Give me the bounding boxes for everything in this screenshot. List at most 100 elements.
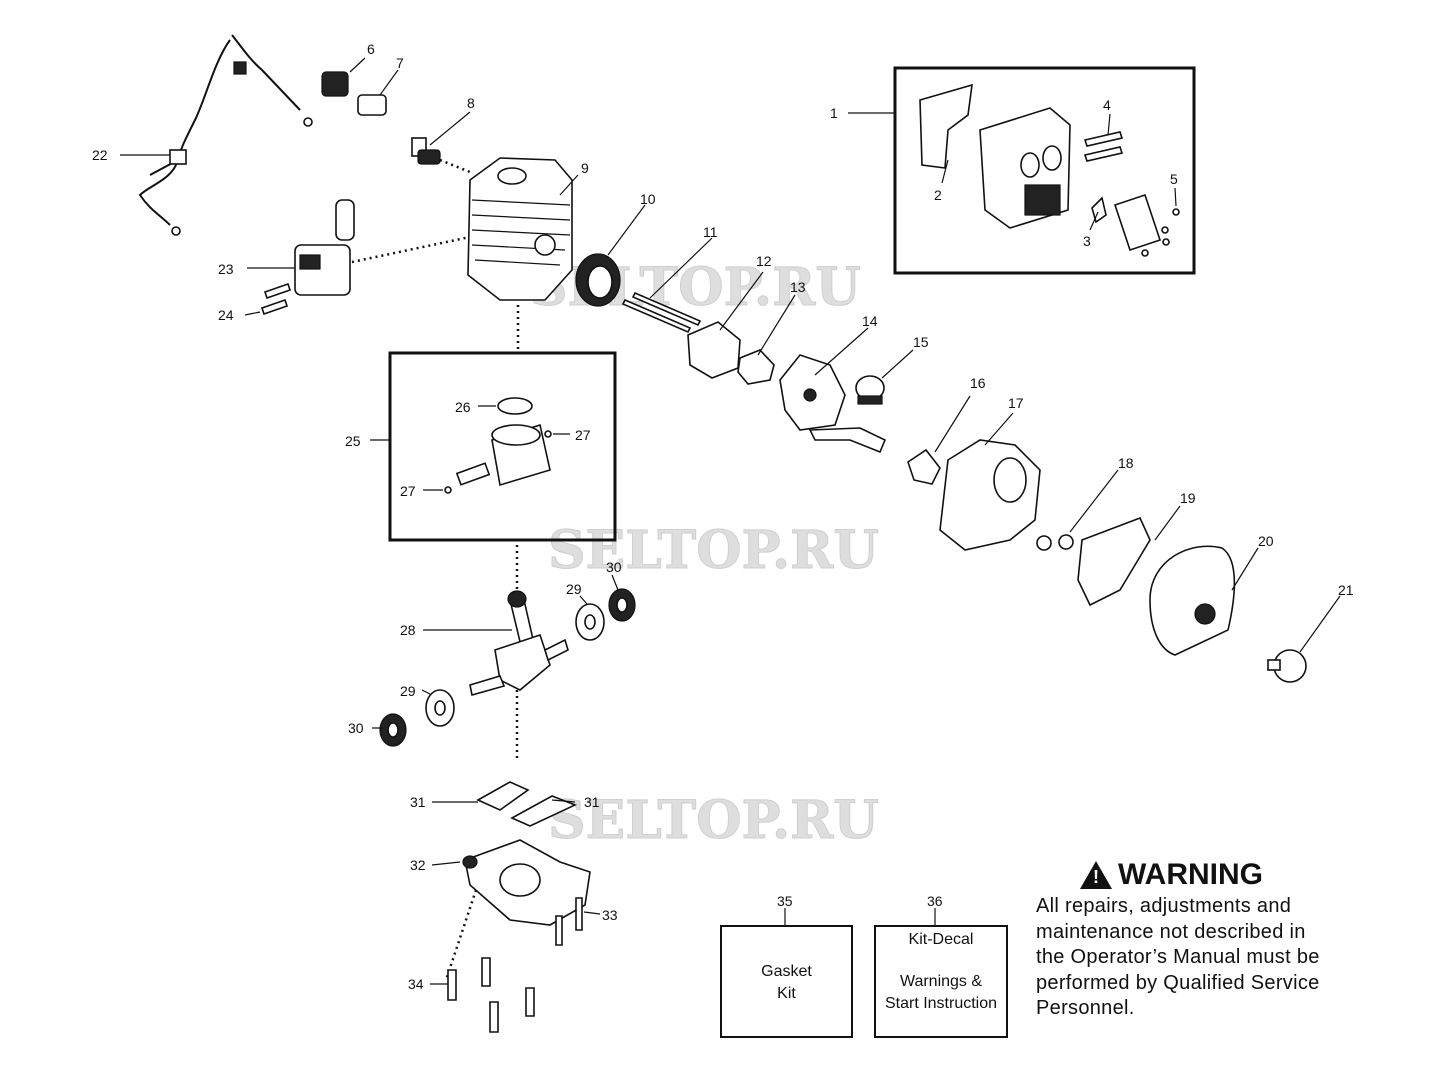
label-31-left: 31 — [410, 794, 426, 810]
part-muffler-gasket-3 — [1091, 196, 1107, 224]
part-circlip-27a — [544, 430, 552, 438]
label-5: 5 — [1170, 171, 1178, 187]
warning-line: All repairs, adjustments and — [1036, 895, 1292, 917]
label-3: 3 — [1083, 233, 1091, 249]
label-8: 8 — [467, 95, 475, 111]
warning-triangle-icon: ! — [1080, 861, 1112, 889]
label-26: 26 — [455, 399, 471, 415]
decal-kit-title: Kit-Decal — [908, 931, 974, 948]
label-10: 10 — [640, 191, 656, 207]
piston-kit-frame — [388, 351, 617, 542]
part-piston — [491, 423, 551, 487]
label-30-bottom: 30 — [348, 720, 364, 736]
label-2: 2 — [934, 187, 942, 203]
watermark-3: SELTOP.RU — [548, 790, 879, 851]
part-gasket-31b — [510, 795, 578, 827]
label-28: 28 — [400, 622, 416, 638]
label-7: 7 — [396, 55, 404, 71]
decal-kit-line2: Start Instruction — [884, 995, 998, 1012]
label-12: 12 — [756, 253, 772, 269]
part-screws-34 — [447, 957, 535, 1033]
label-1: 1 — [830, 105, 838, 121]
part-bolts-11 — [621, 291, 702, 334]
label-21: 21 — [1338, 582, 1354, 598]
warning-line: maintenance not described in — [1036, 920, 1306, 943]
part-ignition-wire — [138, 34, 313, 236]
label-25: 25 — [345, 433, 361, 449]
warning-line: performed by Qualified Service — [1036, 971, 1320, 994]
label-33: 33 — [602, 907, 618, 923]
warning-text: All repairs, adjustments and maintenance… — [1036, 894, 1426, 1022]
part-spark-plug — [411, 137, 441, 165]
label-15: 15 — [913, 334, 929, 350]
part-piston-ring — [497, 397, 533, 415]
warning-title: WARNING — [1118, 858, 1263, 891]
part-gasket-16 — [907, 448, 941, 485]
label-32: 32 — [410, 857, 426, 873]
label-16: 16 — [970, 375, 986, 391]
label-23: 23 — [218, 261, 234, 277]
gasket-kit-line2: Kit — [777, 985, 796, 1002]
part-seal-30-bottom — [379, 713, 407, 747]
decal-kit-line1: Warnings & — [899, 973, 983, 990]
label-34: 34 — [408, 976, 424, 992]
muffler-kit-frame — [893, 66, 1196, 275]
part-piston-pin — [455, 462, 491, 486]
part-nuts-18 — [1036, 534, 1074, 551]
alignment-line — [444, 889, 478, 981]
part-spark-arrestor — [1113, 193, 1180, 257]
part-6 — [321, 71, 349, 97]
label-11: 11 — [703, 224, 718, 240]
label-4: 4 — [1103, 97, 1111, 113]
label-19: 19 — [1180, 490, 1196, 506]
gasket-kit-line1: Gasket — [761, 963, 812, 980]
label-17: 17 — [1008, 395, 1024, 411]
part-primer-bulb — [855, 375, 885, 405]
label-30-top: 30 — [606, 559, 622, 575]
part-air-filter-cover — [1149, 545, 1236, 656]
decal-kit-box: Kit-Decal Warnings & Start Instruction — [874, 925, 1008, 1038]
part-adapter-12 — [687, 321, 741, 379]
warning-notice: ! WARNING All repairs, adjustments and m… — [1036, 858, 1426, 1022]
part-muffler-gasket-2 — [919, 83, 973, 169]
label-14: 14 — [862, 313, 878, 329]
part-ignition-module — [294, 199, 355, 296]
label-29-bottom: 29 — [400, 683, 416, 699]
label-29-top: 29 — [566, 581, 582, 597]
part-gasket-31a — [476, 781, 530, 811]
part-screws-24 — [260, 282, 292, 316]
label-35: 35 — [777, 893, 793, 909]
alignment-line — [439, 158, 471, 174]
alignment-line — [351, 235, 471, 264]
part-knob-21 — [1267, 649, 1307, 683]
warning-title-row: ! WARNING — [1080, 858, 1426, 892]
part-carburetor — [779, 354, 887, 454]
label-22: 22 — [92, 147, 108, 163]
part-screws-33 — [555, 897, 583, 946]
part-air-filter — [1077, 516, 1151, 607]
part-gasket-13 — [737, 349, 775, 385]
label-9: 9 — [581, 160, 589, 176]
watermark-2: SELTOP.RU — [548, 520, 879, 581]
warning-line: Personnel. — [1036, 997, 1135, 1019]
label-27-right: 27 — [575, 427, 591, 443]
part-bearing-29-top — [575, 603, 605, 641]
part-cylinder — [467, 157, 573, 301]
part-muffler — [979, 107, 1071, 229]
label-20: 20 — [1258, 533, 1274, 549]
part-crankcase — [462, 839, 591, 926]
part-bearing-29-bottom — [425, 689, 455, 727]
label-18: 18 — [1118, 455, 1134, 471]
part-crankshaft — [469, 590, 569, 697]
part-circlip-27b — [444, 486, 452, 494]
label-36: 36 — [927, 893, 943, 909]
part-7 — [357, 94, 387, 116]
gasket-kit-box: Gasket Kit — [720, 925, 853, 1038]
label-31-right: 31 — [584, 794, 600, 810]
warning-line: the Operator’s Manual must be — [1036, 946, 1320, 968]
label-13: 13 — [790, 279, 806, 295]
label-27-left: 27 — [400, 483, 416, 499]
label-6: 6 — [367, 41, 375, 57]
part-intake-boot — [575, 253, 621, 307]
